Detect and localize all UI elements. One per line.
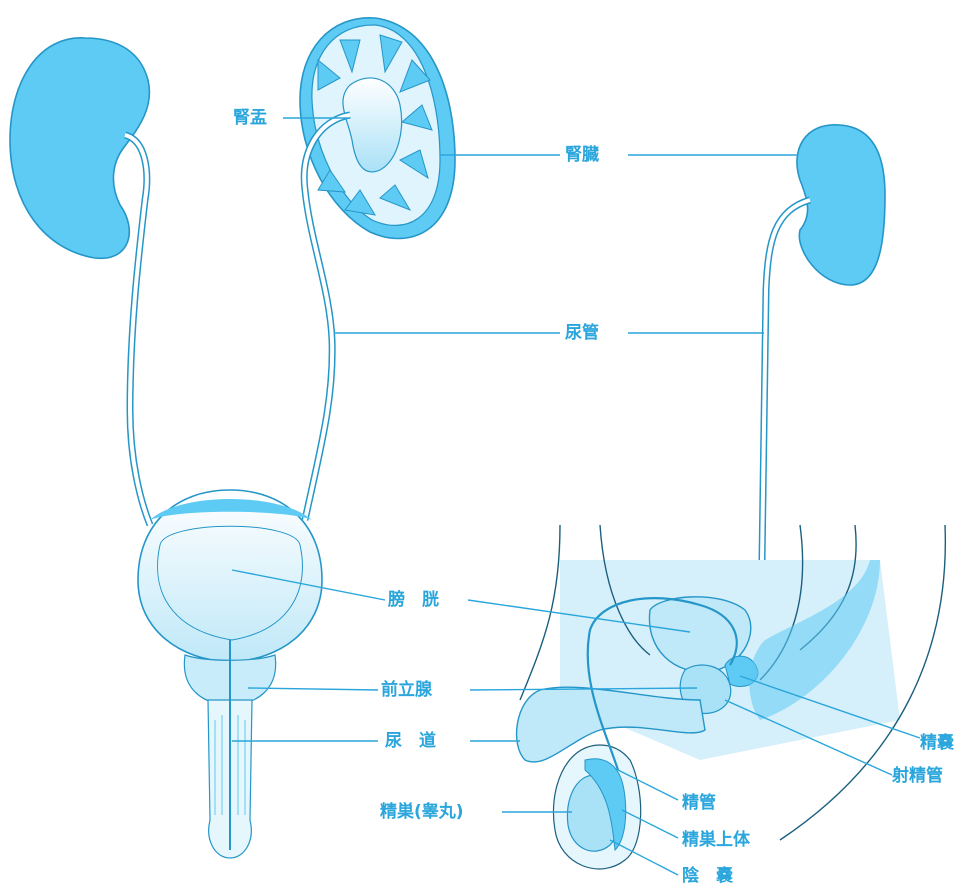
label-ureter: 尿管 <box>565 323 599 343</box>
label-bladder: 膀 胱 <box>388 590 439 610</box>
label-seminal-vesicle: 精嚢 <box>920 733 954 753</box>
label-renal-pelvis: 腎盂 <box>233 108 267 128</box>
right-kidney <box>797 125 885 285</box>
label-testis: 精巣(睾丸) <box>380 802 464 822</box>
label-scrotum: 陰 嚢 <box>682 866 733 886</box>
label-epididymis: 精巣上体 <box>682 830 750 850</box>
label-kidney: 腎臓 <box>565 145 599 165</box>
left-kidney <box>10 38 149 258</box>
label-ejaculatory-duct: 射精管 <box>892 766 943 786</box>
label-vas-deferens: 精管 <box>682 793 716 813</box>
label-prostate: 前立腺 <box>381 680 432 700</box>
label-urethra: 尿 道 <box>385 731 436 751</box>
